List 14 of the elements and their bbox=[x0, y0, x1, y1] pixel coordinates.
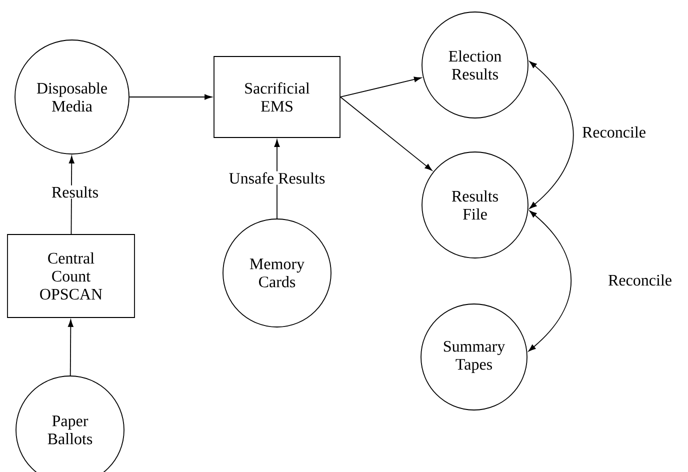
arrow bbox=[274, 140, 280, 219]
arrow bbox=[68, 320, 74, 376]
arrow bbox=[528, 210, 572, 352]
arrow bbox=[129, 94, 212, 100]
edge-label: Reconcile bbox=[582, 126, 646, 138]
process-box: Central Count OPSCAN bbox=[7, 234, 135, 318]
arrow bbox=[68, 156, 74, 234]
edge-label: Unsafe Results bbox=[228, 171, 326, 185]
arrow bbox=[340, 76, 422, 98]
arrow bbox=[340, 96, 432, 171]
edge-label: Reconcile bbox=[608, 274, 672, 286]
edge-label: Results bbox=[50, 185, 100, 199]
arrow bbox=[529, 61, 574, 209]
process-box: Sacrificial EMS bbox=[214, 56, 340, 138]
